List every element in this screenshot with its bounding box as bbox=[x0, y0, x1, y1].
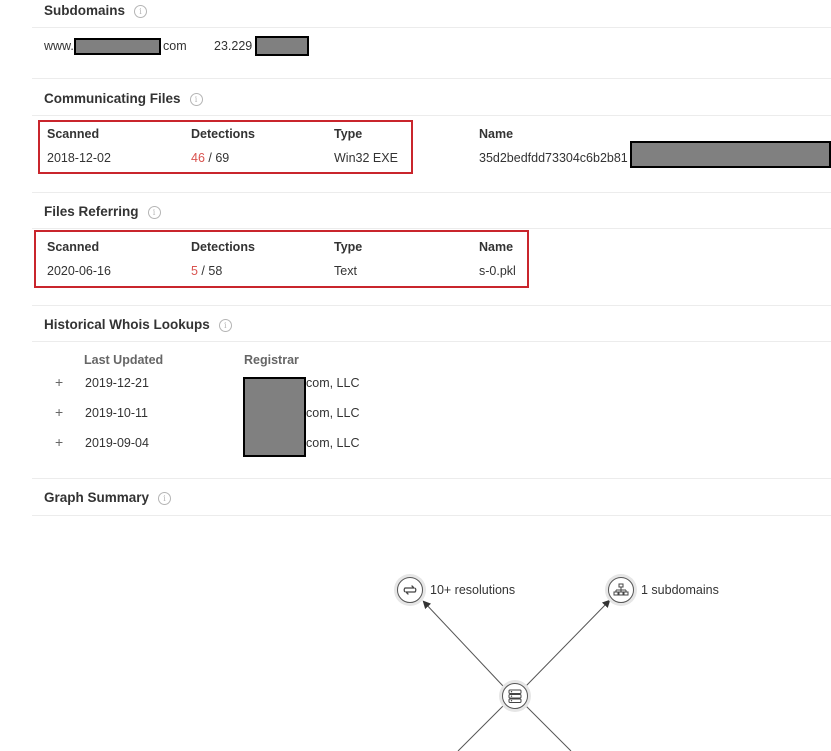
column-header-last-updated: Last Updated bbox=[84, 353, 164, 367]
divider bbox=[32, 78, 831, 79]
file-type: Win32 EXE bbox=[334, 151, 398, 165]
whois-date: 2019-10-11 bbox=[85, 406, 149, 420]
detections-hit: 46 bbox=[191, 151, 205, 165]
file-name-link[interactable]: s-0.pkl bbox=[479, 264, 516, 278]
divider bbox=[32, 27, 831, 28]
subdomains-node[interactable] bbox=[608, 577, 634, 603]
whois-date: 2019-09-04 bbox=[85, 436, 149, 450]
detections-ratio: 46 / 69 bbox=[191, 151, 230, 165]
divider bbox=[32, 305, 831, 306]
redacted-block bbox=[243, 377, 306, 457]
sitemap-icon bbox=[613, 583, 629, 596]
resolutions-label: 10+ resolutions bbox=[430, 583, 516, 597]
domain-center-node[interactable] bbox=[502, 683, 528, 709]
edge-to-subdomains bbox=[525, 599, 611, 687]
column-header-name: Name bbox=[479, 127, 514, 141]
file-type: Text bbox=[334, 264, 357, 278]
scanned-date: 2020-06-16 bbox=[47, 264, 111, 278]
expand-row-button[interactable]: + bbox=[55, 404, 64, 420]
column-header-detections: Detections bbox=[191, 127, 255, 141]
column-header-scanned: Scanned bbox=[47, 240, 100, 254]
info-icon[interactable]: i bbox=[218, 319, 232, 332]
edge-continued bbox=[457, 705, 504, 751]
detections-ratio: 5 / 58 bbox=[191, 264, 223, 278]
subdomain-ip[interactable]: 23.229 bbox=[214, 39, 253, 53]
resolutions-icon bbox=[403, 585, 417, 595]
info-icon[interactable]: i bbox=[134, 5, 148, 18]
column-header-registrar: Registrar bbox=[244, 353, 299, 367]
divider bbox=[32, 228, 831, 229]
column-header-detections: Detections bbox=[191, 240, 255, 254]
divider bbox=[32, 115, 831, 116]
column-header-scanned: Scanned bbox=[47, 127, 100, 141]
file-name-link[interactable]: 35d2bedfdd73304c6b2b81 bbox=[479, 151, 628, 165]
subdomain-suffix: com bbox=[163, 39, 187, 53]
edge-continued bbox=[525, 705, 572, 751]
info-icon[interactable]: i bbox=[147, 206, 161, 219]
scanned-date: 2018-12-02 bbox=[47, 151, 111, 165]
redacted-block bbox=[74, 38, 161, 55]
registrar-name: com, LLC bbox=[306, 376, 360, 390]
detections-hit: 5 bbox=[191, 264, 198, 278]
edge-to-resolutions bbox=[422, 600, 504, 687]
redacted-block bbox=[255, 36, 309, 56]
server-icon bbox=[508, 689, 522, 703]
registrar-name: com, LLC bbox=[306, 406, 360, 420]
column-header-type: Type bbox=[334, 240, 363, 254]
resolutions-node[interactable] bbox=[397, 577, 423, 603]
subdomains-label: 1 subdomains bbox=[641, 583, 719, 597]
expand-row-button[interactable]: + bbox=[55, 434, 64, 450]
whois-date: 2019-12-21 bbox=[85, 376, 149, 390]
highlight-box bbox=[34, 230, 529, 288]
info-icon[interactable]: i bbox=[189, 93, 203, 106]
expand-row-button[interactable]: + bbox=[55, 374, 64, 390]
divider bbox=[32, 192, 831, 193]
divider bbox=[32, 478, 831, 479]
registrar-name: com, LLC bbox=[306, 436, 360, 450]
column-header-name: Name bbox=[479, 240, 514, 254]
divider bbox=[32, 515, 831, 516]
divider bbox=[32, 341, 831, 342]
info-icon[interactable]: i bbox=[158, 492, 172, 505]
column-header-type: Type bbox=[334, 127, 363, 141]
redacted-block bbox=[630, 141, 831, 168]
highlight-box bbox=[38, 120, 413, 174]
subdomain-link[interactable]: www. bbox=[44, 39, 74, 53]
